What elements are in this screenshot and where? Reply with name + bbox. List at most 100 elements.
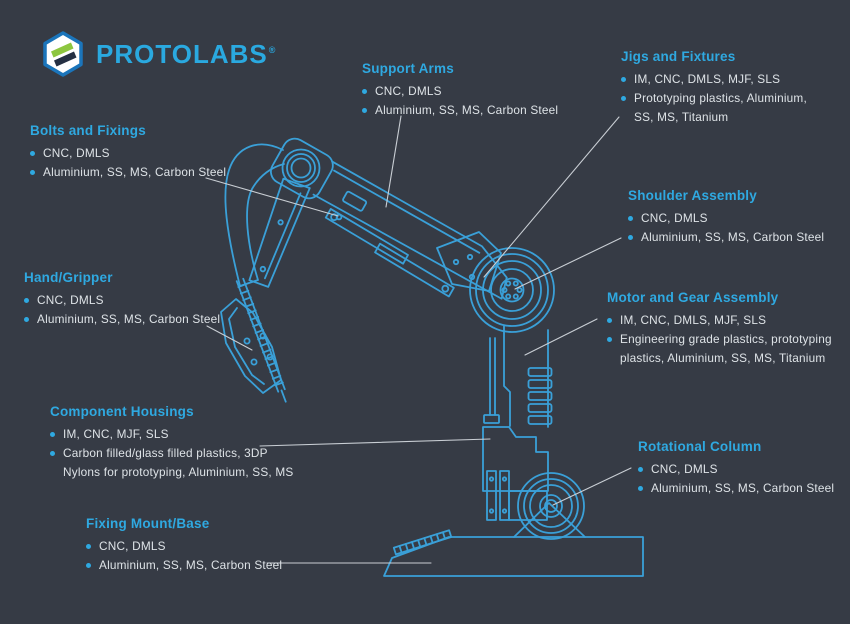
callout-item-text: CNC, DMLS: [99, 539, 166, 553]
callout-item-text: CNC, DMLS: [651, 462, 718, 476]
leader-motor-and-gear-assembly: [524, 318, 598, 356]
callout-item-text: Engineering grade plastics, prototyping: [620, 332, 832, 346]
base-mount: [383, 529, 644, 577]
leader-rotational-column: [552, 467, 632, 506]
callout-bullet-item: CNC, DMLS: [628, 209, 824, 228]
callout-title: Jigs and Fixtures: [621, 49, 736, 64]
callout-title: Component Housings: [50, 404, 194, 419]
leader-component-housings: [259, 438, 491, 447]
callout-motor-and-gear-assembly: Motor and Gear Assembly IM, CNC, DMLS, M…: [607, 290, 832, 368]
callout-bullet-item: Aluminium, SS, MS, Carbon Steel: [86, 556, 282, 575]
rotational-column-assembly: [513, 472, 586, 540]
callout-item-text: IM, CNC, DMLS, MJF, SLS: [634, 72, 781, 86]
bullet-icon: [24, 298, 29, 303]
callout-bullet-item: IM, CNC, DMLS, MJF, SLS: [621, 70, 807, 89]
bullet-icon: [638, 486, 643, 491]
bullet-icon: [30, 170, 35, 175]
callout-item-text: IM, CNC, MJF, SLS: [63, 427, 169, 441]
callout-item-text: Aluminium, SS, MS, Carbon Steel: [99, 558, 283, 572]
callout-bullet-item: CNC, DMLS: [86, 537, 282, 556]
bullet-icon: [628, 216, 633, 221]
callout-title: Hand/Gripper: [24, 270, 113, 285]
bullet-icon: [362, 89, 367, 94]
elbow-joint: [281, 148, 321, 188]
callout-support-arms: Support Arms CNC, DMLS Aluminium, SS, MS…: [362, 61, 558, 120]
forearm-link: [248, 177, 311, 288]
callout-item-text: IM, CNC, DMLS, MJF, SLS: [620, 313, 767, 327]
bullet-icon: [607, 318, 612, 323]
bullet-icon: [621, 77, 626, 82]
logo-trademark: ®: [268, 45, 277, 56]
callout-bullet-item: Aluminium, SS, MS, Carbon Steel: [638, 479, 834, 498]
logo-wordmark: PROTOLABS®: [96, 41, 276, 67]
robot-arm-drawing: [220, 137, 644, 577]
bullet-icon: [628, 235, 633, 240]
callout-bullet-item: CNC, DMLS: [638, 460, 834, 479]
callout-title: Fixing Mount/Base: [86, 516, 210, 531]
leader-support-arms: [385, 115, 402, 208]
callout-item-text: Carbon filled/glass filled plastics, 3DP: [63, 446, 268, 460]
callout-title: Support Arms: [362, 61, 454, 76]
callout-bullet-item: CNC, DMLS: [24, 291, 220, 310]
callout-hand-gripper: Hand/Gripper CNC, DMLS Aluminium, SS, MS…: [24, 270, 220, 329]
leader-bolts-and-fixings: [205, 177, 339, 217]
callout-bullet-item: Carbon filled/glass filled plastics, 3DP: [50, 444, 293, 463]
callout-jigs-and-fixtures: Jigs and Fixtures IM, CNC, DMLS, MJF, SL…: [621, 49, 807, 127]
callout-bullet-item: Prototyping plastics, Aluminium,: [621, 89, 807, 108]
protolabs-logo: PROTOLABS®: [42, 31, 276, 77]
base-tread-strip: [392, 529, 453, 556]
callout-item-text: Aluminium, SS, MS, Carbon Steel: [641, 230, 825, 244]
callout-item-text: CNC, DMLS: [37, 293, 104, 307]
torso-body: [483, 325, 553, 428]
upper-arm: [270, 137, 508, 300]
bullet-icon: [362, 108, 367, 113]
callout-bullet-item: Aluminium, SS, MS, Carbon Steel: [628, 228, 824, 247]
bullet-icon: [607, 337, 612, 342]
callout-bullet-item: Aluminium, SS, MS, Carbon Steel: [30, 163, 226, 182]
callout-title: Bolts and Fixings: [30, 123, 146, 138]
callout-item-text: Aluminium, SS, MS, Carbon Steel: [651, 481, 835, 495]
bullet-icon: [50, 432, 55, 437]
callout-item-text-line2: Nylons for prototyping, Aluminium, SS, M…: [63, 465, 294, 479]
callout-bullet-item: IM, CNC, MJF, SLS: [50, 425, 293, 444]
callout-shoulder-assembly: Shoulder Assembly CNC, DMLS Aluminium, S…: [628, 188, 824, 247]
callout-title: Shoulder Assembly: [628, 188, 757, 203]
component-housing: [482, 426, 549, 521]
bullet-icon: [621, 96, 626, 101]
logo-wordmark-text: PROTOLABS: [96, 39, 268, 69]
protolabs-hex-logo-icon: [43, 31, 83, 77]
bullet-icon: [86, 563, 91, 568]
callout-bullet-item: CNC, DMLS: [30, 144, 226, 163]
callout-bullet-item: Aluminium, SS, MS, Carbon Steel: [24, 310, 220, 329]
bullet-icon: [638, 467, 643, 472]
callout-item-text-line2: SS, MS, Titanium: [634, 110, 729, 124]
bullet-icon: [30, 151, 35, 156]
callout-item-text: Aluminium, SS, MS, Carbon Steel: [375, 103, 559, 117]
callout-item-text: CNC, DMLS: [43, 146, 110, 160]
callout-component-housings: Component Housings IM, CNC, MJF, SLS Car…: [50, 404, 293, 482]
shoulder-plate: [436, 231, 502, 292]
gripper-claw: [220, 298, 282, 394]
callout-title: Rotational Column: [638, 439, 762, 454]
callout-bullet-item: IM, CNC, DMLS, MJF, SLS: [607, 311, 832, 330]
callout-bullet-item: Engineering grade plastics, prototyping: [607, 330, 832, 349]
shoulder-joint: [469, 247, 555, 333]
leader-lines: [205, 115, 632, 564]
leader-shoulder-assembly: [514, 237, 622, 290]
callout-title: Motor and Gear Assembly: [607, 290, 779, 305]
callout-item-text: CNC, DMLS: [641, 211, 708, 225]
callout-item-text-line2: plastics, Aluminium, SS, MS, Titanium: [620, 351, 826, 365]
bullet-icon: [24, 317, 29, 322]
leader-hand-gripper: [206, 325, 253, 351]
callout-item-text: Aluminium, SS, MS, Carbon Steel: [37, 312, 221, 326]
callout-bolts-and-fixings: Bolts and Fixings CNC, DMLS Aluminium, S…: [30, 123, 226, 182]
callout-item-text: Prototyping plastics, Aluminium,: [634, 91, 807, 105]
bullet-icon: [86, 544, 91, 549]
callout-item-text: CNC, DMLS: [375, 84, 442, 98]
callout-item-text: Aluminium, SS, MS, Carbon Steel: [43, 165, 227, 179]
callout-bullet-item: Aluminium, SS, MS, Carbon Steel: [362, 101, 558, 120]
callout-bullet-item: CNC, DMLS: [362, 82, 558, 101]
